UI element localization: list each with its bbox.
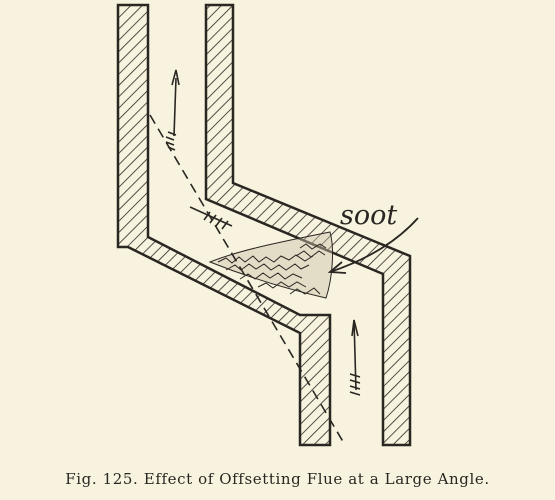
flow-arrow-lower — [349, 319, 361, 396]
soot-deposit — [208, 231, 334, 299]
outer-wall — [116, 3, 332, 447]
flow-arrow-offset — [189, 206, 233, 230]
flue-diagram: soot — [116, 3, 419, 447]
inner-wall — [204, 3, 412, 447]
soot-label: soot — [340, 200, 397, 231]
figure-caption: Fig. 125. Effect of Offsetting Flue at a… — [65, 470, 490, 488]
flow-arrow-upper — [165, 69, 180, 151]
soot-pointer-arrow — [327, 217, 419, 274]
